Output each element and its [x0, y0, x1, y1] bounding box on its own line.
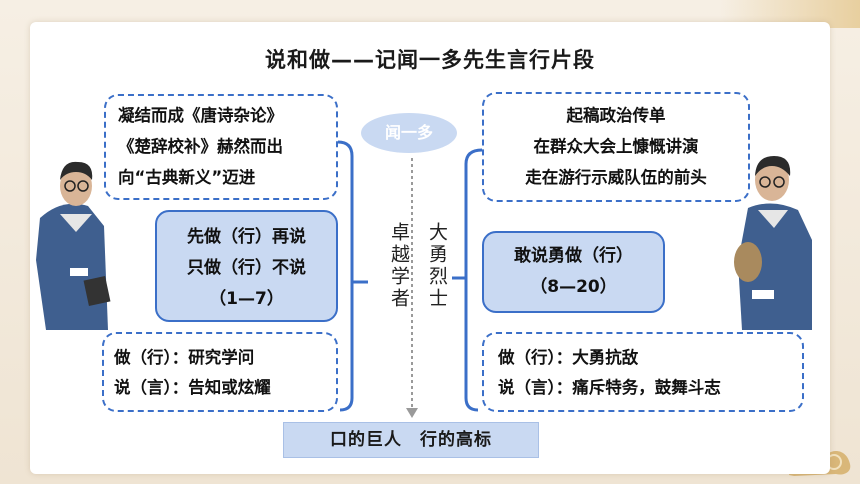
principle-line: 先做（行）再说: [187, 227, 306, 247]
deed-line: 走在游行示威队伍的前头: [525, 168, 707, 187]
summary-line: 说（言）：痛斥特务，鼓舞斗志: [498, 378, 721, 397]
summary-line: 做（行）：大勇抗敌: [498, 348, 639, 367]
page-title: 说和做——记闻一多先生言行片段: [265, 48, 595, 72]
works-line: 凝结而成《唐诗杂论》: [118, 106, 283, 125]
scholar-label: 卓越学者: [388, 222, 410, 310]
deeds-box: 起稿政治传单 在群众大会上慷慨讲演 走在游行示威队伍的前头: [482, 92, 750, 202]
name-pill: 闻一多: [361, 113, 457, 153]
summary-line: 说（言）：告知或炫耀: [114, 378, 271, 397]
conclusion-banner: 口的巨人 行的高标: [283, 422, 539, 458]
works-line: 向“古典新义”迈进: [118, 168, 256, 187]
right-principle-box: 敢说勇做（行） （8—20）: [482, 231, 665, 313]
deed-line: 在群众大会上慷慨讲演: [533, 137, 699, 156]
works-box: 凝结而成《唐诗杂论》 《楚辞校补》赫然而出 向“古典新义”迈进: [104, 94, 338, 200]
principle-line: 敢说勇做（行）: [514, 246, 633, 266]
works-line: 《楚辞校补》赫然而出: [118, 137, 283, 156]
deed-line: 起稿政治传单: [566, 106, 666, 125]
principle-line: （1—7）: [209, 289, 284, 309]
right-summary-box: 做（行）：大勇抗敌 说（言）：痛斥特务，鼓舞斗志: [482, 332, 804, 412]
principle-line: 只做（行）不说: [187, 258, 306, 278]
left-principle-box: 先做（行）再说 只做（行）不说 （1—7）: [155, 210, 338, 322]
left-summary-box: 做（行）：研究学问 说（言）：告知或炫耀: [102, 332, 338, 412]
summary-line: 做（行）：研究学问: [114, 348, 255, 367]
principle-line: （8—20）: [530, 277, 617, 297]
martyr-label: 大勇烈士: [426, 222, 448, 310]
